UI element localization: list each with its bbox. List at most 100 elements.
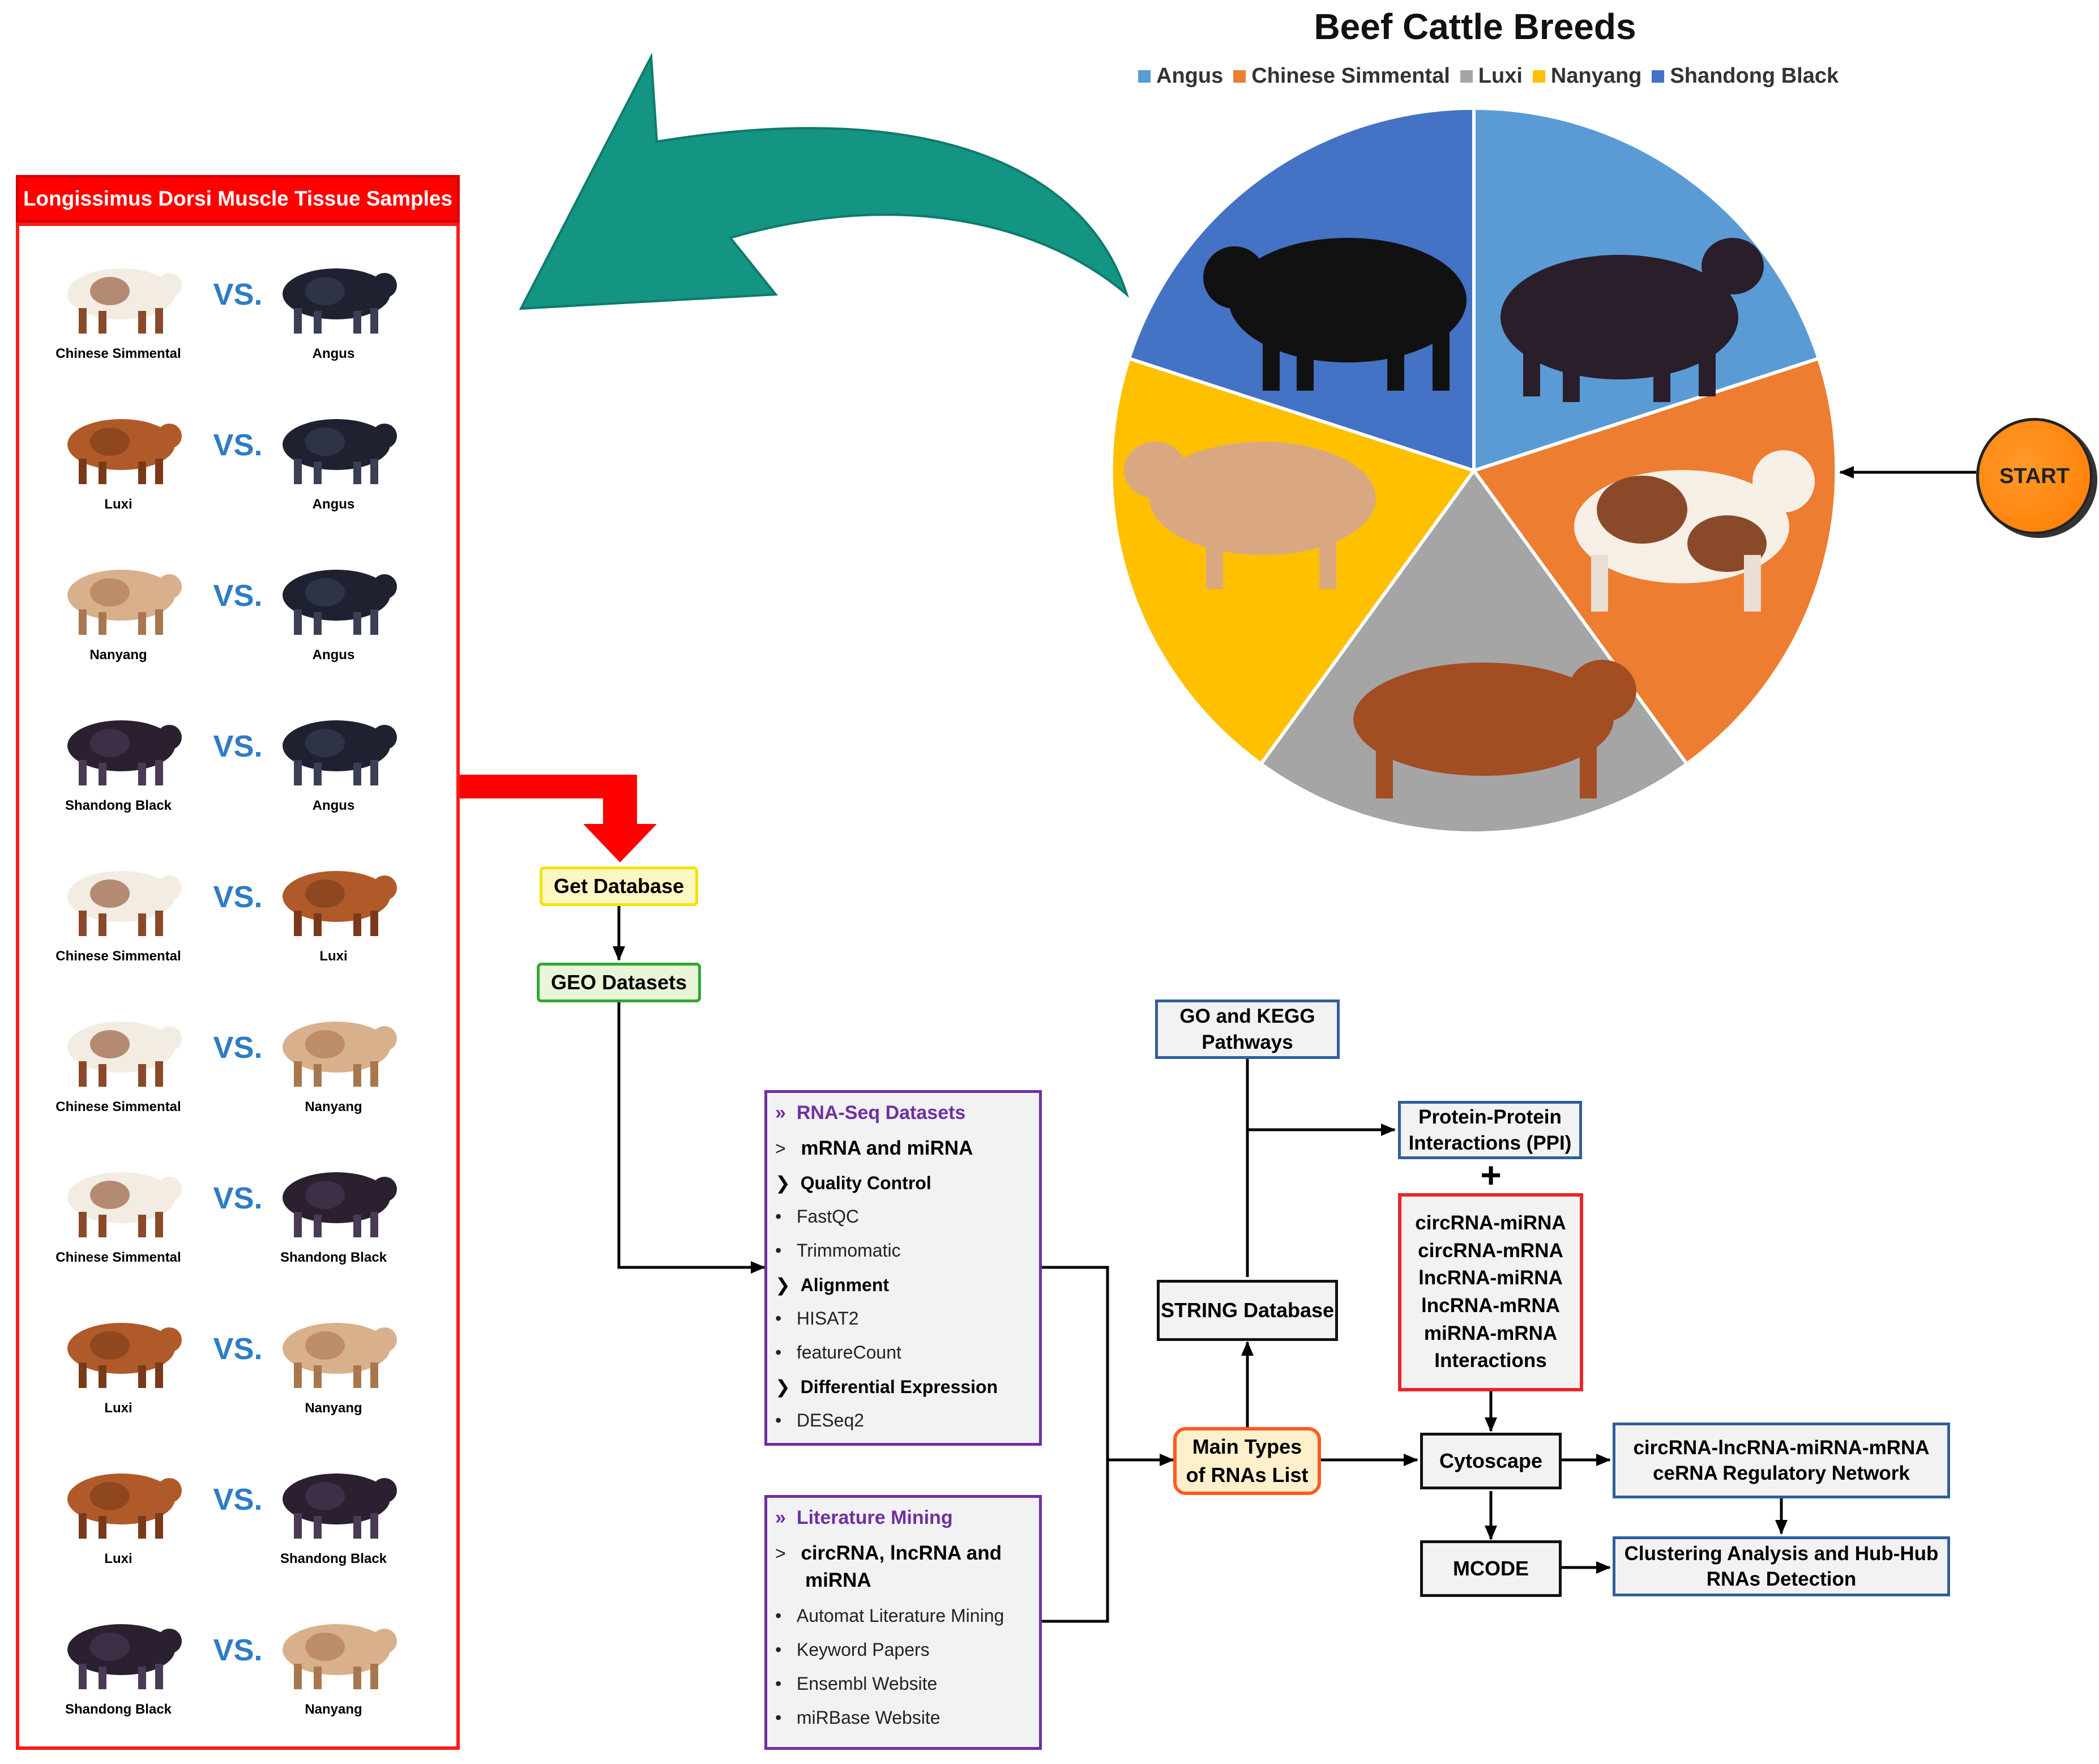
legend-item-chinese-simmental: Chinese Simmental <box>1233 64 1450 88</box>
left-breed-image <box>67 570 182 635</box>
string-database-box: STRING Database <box>1157 1280 1338 1341</box>
left-breed-image <box>67 1172 182 1237</box>
rnaseq-sub-text: mRNA and miRNA <box>801 1137 973 1159</box>
right-breed-image <box>283 1022 397 1087</box>
vs-label: VS. <box>213 1633 263 1667</box>
rnaseq-de-text: Differential Expression <box>800 1377 998 1397</box>
left-breed-image <box>67 1022 182 1087</box>
lit-item-3-text: Ensembl Website <box>796 1673 938 1694</box>
vs-label: VS. <box>213 579 263 613</box>
left-breed-label: Chinese Simmental <box>55 949 181 964</box>
luxi-cattle-image <box>1353 660 1636 798</box>
left-breed-image <box>67 1473 182 1539</box>
legend-swatch <box>1138 70 1151 83</box>
cerna-network-box: circRNA-lncRNA-miRNA-mRNA ceRNA Regulato… <box>1613 1423 1950 1498</box>
go-kegg-box: GO and KEGG Pathways <box>1155 1000 1340 1059</box>
ppi-line1: Protein-Protein <box>1418 1106 1562 1128</box>
rnaseq-fastqc: • FastQC <box>775 1206 860 1227</box>
lit-item-1-text: Automat Literature Mining <box>796 1605 1004 1626</box>
legend-item-shandong-black: Shandong Black <box>1652 64 1839 88</box>
vs-label: VS. <box>213 1483 263 1517</box>
right-breed-image <box>283 720 397 785</box>
right-breed-label: Angus <box>312 346 355 361</box>
cerna-line2: ceRNA Regulatory Network <box>1653 1462 1910 1484</box>
rnaseq-deseq2: • DESeq2 <box>775 1410 865 1430</box>
rnaseq-fastqc-text: FastQC <box>796 1206 860 1227</box>
right-breed-label: Angus <box>312 497 355 512</box>
go-kegg-line1: GO and KEGG <box>1179 1005 1315 1027</box>
get-database-box: Get Database <box>540 866 698 906</box>
left-breed-image <box>67 1323 182 1388</box>
lit-item-1: • Automat Literature Mining <box>775 1605 1004 1626</box>
interaction-line: Interactions <box>1434 1349 1547 1372</box>
cytoscape-box: Cytoscape <box>1420 1433 1562 1489</box>
legend-label: Luxi <box>1478 64 1523 88</box>
vs-label: VS. <box>213 1332 263 1366</box>
rnaseq-hisat2-text: HISAT2 <box>796 1308 859 1329</box>
left-breed-label: Luxi <box>104 1400 132 1416</box>
lit-sub2: miRNA <box>805 1569 871 1592</box>
legend-swatch <box>1233 70 1246 83</box>
left-breed-label: Shandong Black <box>65 1702 172 1717</box>
left-breed-image <box>67 720 182 785</box>
left-breed-label: Luxi <box>104 1551 132 1566</box>
lit-sub1: > circRNA, lncRNA and <box>775 1542 1002 1564</box>
angus-cattle-image <box>1500 238 1764 402</box>
rnaseq-sub: > mRNA and miRNA <box>775 1137 973 1159</box>
vs-label: VS. <box>213 1031 263 1065</box>
left-breed-label: Nanyang <box>89 647 147 663</box>
legend-label: Angus <box>1156 64 1224 88</box>
interaction-line: circRNA-mRNA <box>1418 1239 1563 1262</box>
interaction-line: miRNA-mRNA <box>1423 1322 1558 1344</box>
cluster-line1: Clustering Analysis and Hub-Hub <box>1624 1542 1939 1565</box>
rnaseq-trimmomatic-text: Trimmomatic <box>796 1240 901 1261</box>
right-breed-image <box>283 1624 397 1689</box>
rnaseq-de: ❯ Differential Expression <box>775 1377 998 1397</box>
lit-item-2-text: Keyword Papers <box>796 1639 930 1660</box>
chinese-simmental-cattle-image <box>1574 450 1815 612</box>
right-breed-label: Nanyang <box>305 1400 362 1416</box>
vs-label: VS. <box>213 1181 263 1215</box>
right-breed-label: Angus <box>312 798 355 813</box>
rnaseq-qc: ❯ Quality Control <box>775 1173 931 1193</box>
nanyang-cattle-image <box>1124 442 1376 589</box>
legend-label: Shandong Black <box>1670 64 1839 88</box>
mcode-box: MCODE <box>1420 1540 1562 1597</box>
legend-swatch <box>1532 70 1545 83</box>
left-breed-label: Luxi <box>104 497 132 512</box>
right-breed-label: Nanyang <box>305 1099 362 1114</box>
interaction-line: lncRNA-miRNA <box>1418 1267 1563 1289</box>
ppi-line2: Interactions (PPI) <box>1408 1131 1572 1154</box>
legend-label: Nanyang <box>1550 64 1642 88</box>
left-breed-label: Shandong Black <box>65 798 172 813</box>
main-types-box: Main Types of RNAs List <box>1173 1427 1321 1495</box>
rnaseq-hisat2: • HISAT2 <box>775 1308 859 1329</box>
comparison-row: VS. Luxi Nanyang <box>19 1303 456 1454</box>
rnaseq-header: » RNA-Seq Datasets <box>775 1102 966 1124</box>
right-breed-image <box>283 419 397 484</box>
teal-curved-arrow <box>519 52 1130 310</box>
pie-chart-title: Beef Cattle Breeds <box>1314 6 1636 47</box>
left-breed-label: Chinese Simmental <box>55 346 181 361</box>
rnaseq-deseq2-text: DESeq2 <box>796 1410 865 1430</box>
rnaseq-featurecount: • featureCount <box>775 1342 901 1362</box>
rnaseq-qc-text: Quality Control <box>800 1173 931 1193</box>
right-breed-image <box>283 1323 397 1388</box>
red-elbow-arrow <box>460 775 657 862</box>
vs-label: VS. <box>213 880 263 914</box>
right-breed-image <box>283 570 397 635</box>
main-types-line2: of RNAs List <box>1186 1463 1309 1487</box>
cluster-line2: RNAs Detection <box>1706 1568 1857 1590</box>
cerna-line1: circRNA-lncRNA-miRNA-mRNA <box>1633 1436 1930 1459</box>
left-breed-image <box>67 419 182 484</box>
start-node: START <box>1976 418 2093 535</box>
interaction-line: lncRNA-mRNA <box>1421 1295 1560 1317</box>
interactions-box: circRNA-miRNA circRNA-mRNA lncRNA-miRNA … <box>1398 1193 1583 1391</box>
legend-item-luxi: Luxi <box>1460 64 1523 88</box>
ppi-box: Protein-Protein Interactions (PPI) <box>1398 1101 1582 1159</box>
